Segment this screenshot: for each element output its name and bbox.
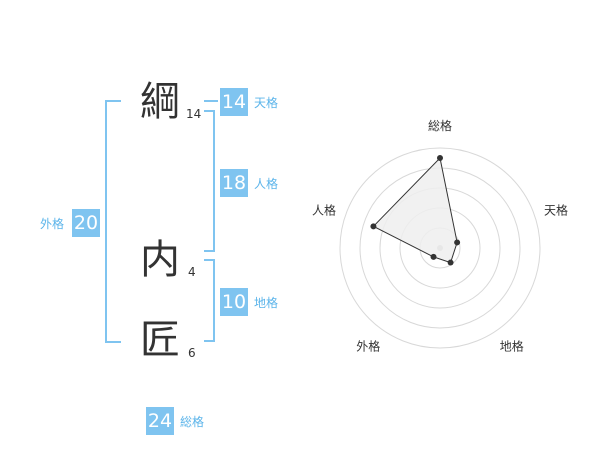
soukaku-value: 24 (146, 407, 174, 435)
tenkaku-label: 天格 (254, 96, 279, 110)
radar-axis-label: 人格 (312, 202, 336, 217)
radar-point-4 (430, 253, 437, 260)
radar-point-5 (370, 223, 377, 230)
chikaku-value: 10 (220, 288, 248, 316)
gaikaku-bracket (105, 100, 121, 343)
radar-area (372, 156, 458, 264)
chikaku-bracket (204, 259, 215, 342)
radar-point-2 (454, 239, 461, 246)
chikaku-label: 地格 (254, 296, 279, 310)
jinkaku-bracket (204, 110, 215, 252)
name-char-3: 匠 (140, 317, 180, 363)
radar-axis-label: 総格 (428, 118, 452, 133)
tenkaku-value: 14 (220, 88, 248, 116)
gaikaku-value: 20 (72, 209, 100, 237)
radar-point-3 (447, 259, 454, 266)
gaikaku-label: 外格 (40, 217, 65, 231)
name-char-1-strokes: 14 (186, 107, 202, 121)
radar-ring (339, 147, 541, 349)
name-char-1: 綱 (140, 79, 180, 125)
radar-point-1 (437, 155, 443, 161)
radar-axis-label: 地格 (500, 339, 524, 354)
name-char-3-strokes: 6 (188, 346, 196, 360)
tenkaku-bracket-top (204, 100, 218, 102)
radar-axis-label: 天格 (544, 202, 568, 217)
jinkaku-label: 人格 (254, 177, 279, 191)
soukaku-label: 総格 (180, 415, 205, 429)
name-char-2-strokes: 4 (188, 265, 196, 279)
name-char-2: 内 (140, 237, 180, 283)
radar-axis-label: 外格 (356, 339, 380, 354)
jinkaku-value: 18 (220, 169, 248, 197)
